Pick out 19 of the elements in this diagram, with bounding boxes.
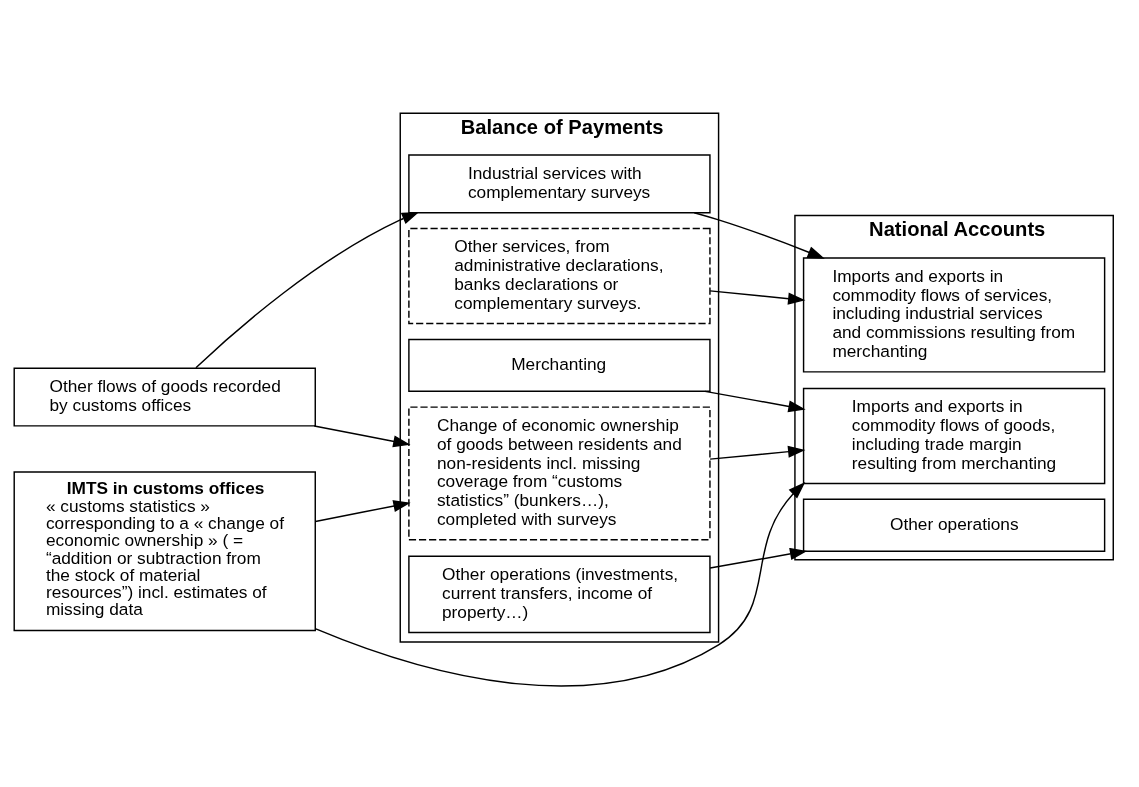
arrow	[704, 390, 806, 412]
node-box: IMTS in customs offices « customs statistics » corresponding to a « change of economic ownership » ( = “addition or subtraction from the stock of material resources”) incl. estimates of missing data	[13, 470, 316, 631]
arrow	[709, 547, 808, 569]
node-box: Other operations	[802, 498, 1106, 552]
arrow	[693, 211, 825, 259]
node-box: Imports and exports in commodity flows of goods, including trade margin resulting from merchanting	[802, 387, 1106, 484]
arrow	[709, 289, 806, 305]
arrow	[313, 424, 411, 447]
node-box: Other flows of goods recorded by customs offices	[13, 367, 316, 427]
node-box: Imports and exports in commodity flows of services, including industrial services and commissions resulting from merchanting	[802, 256, 1106, 373]
node-box: Industrial services with complementary surveys	[408, 153, 711, 213]
arrow	[195, 211, 420, 368]
arrow	[315, 481, 806, 687]
node-box: Merchanting	[408, 338, 711, 392]
arrow	[709, 445, 806, 460]
arrow	[314, 499, 411, 522]
node-box: Change of economic ownership of goods between residents and non-residents incl. missing coverage from “customs statistics” (bunkers…), completed with surveys	[408, 405, 711, 540]
node-box: Other services, from administrative declarations, banks declarations or complementary surveys.	[408, 227, 711, 324]
node-box: Other operations (investments, current transfers, income of property…)	[408, 555, 711, 633]
